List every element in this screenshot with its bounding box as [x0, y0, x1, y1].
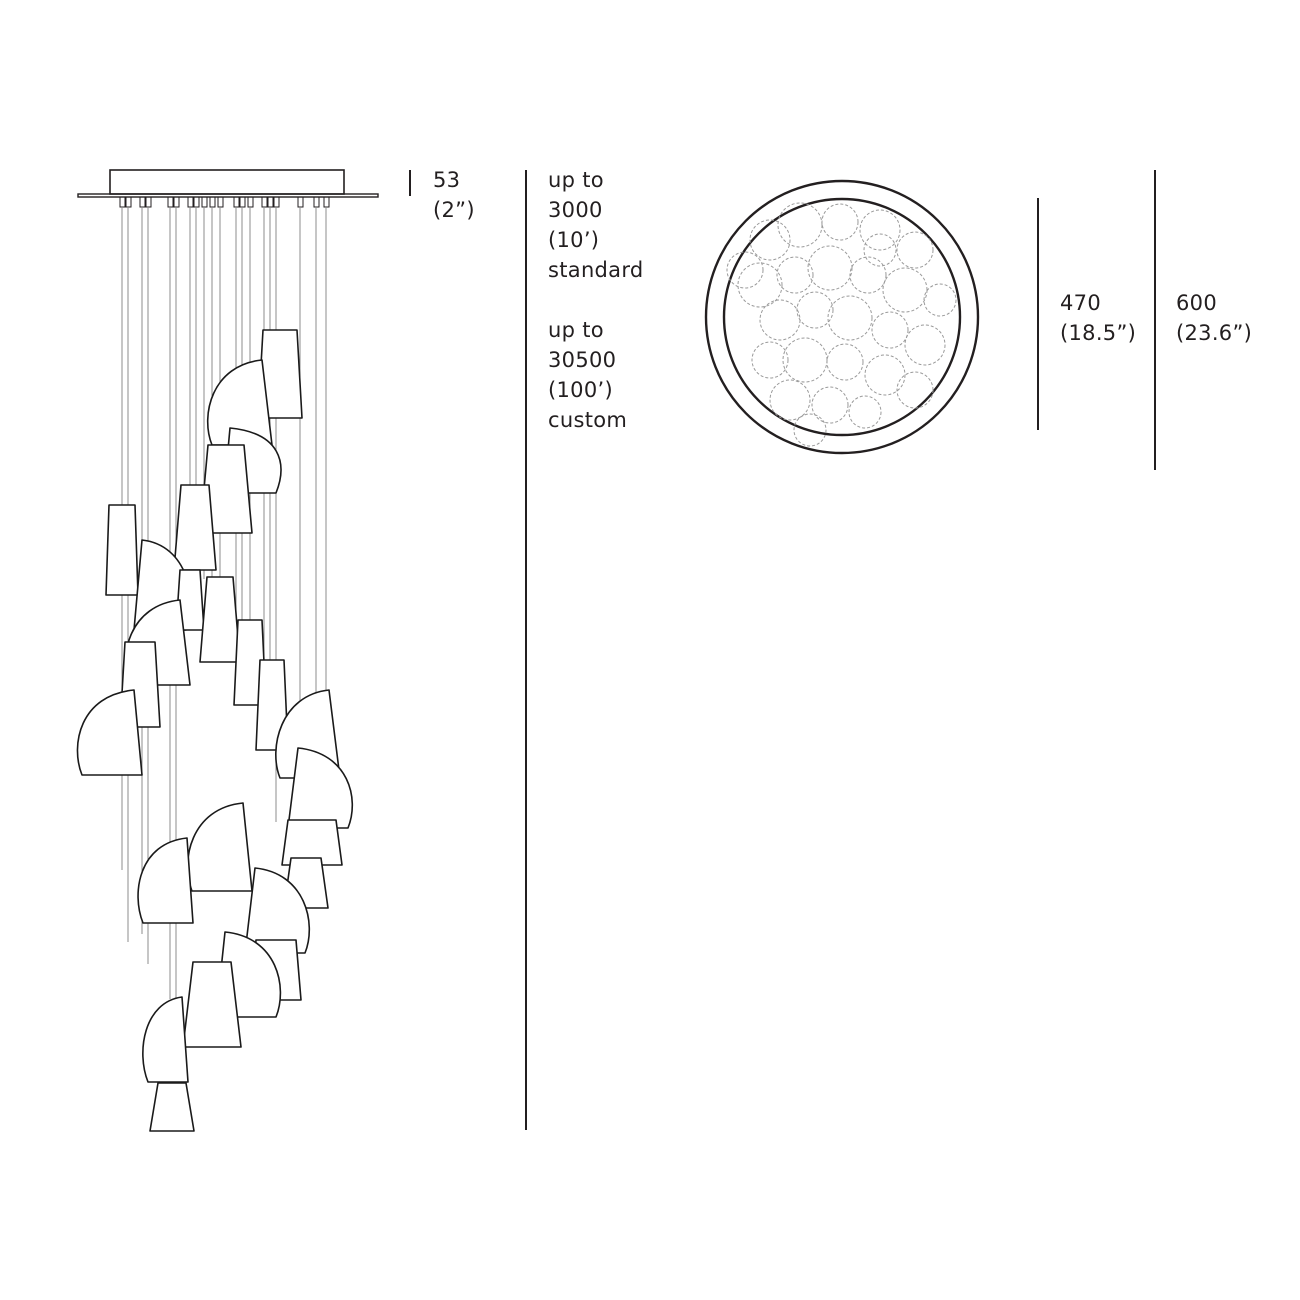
cord-loop — [749, 219, 791, 261]
cord-connector — [233, 196, 240, 208]
cord-connector — [273, 196, 280, 208]
custom-prefix: up to — [548, 318, 604, 342]
cord-connector — [313, 196, 320, 208]
cord-loop — [859, 209, 901, 251]
cord-length-label: up to 3000 (10’) standard up to 30500 (1… — [548, 165, 644, 435]
canopy-height-mm: 53 — [433, 168, 461, 192]
cord-connector — [167, 196, 174, 208]
standard-mm: 3000 — [548, 198, 603, 222]
cord-connector — [323, 196, 330, 208]
pendant-shade-icon — [199, 576, 241, 663]
cord-connector — [247, 196, 254, 208]
outer-canopy-circle — [704, 179, 980, 455]
cord-loop — [826, 343, 864, 381]
cord-loop — [726, 251, 764, 289]
pendant-shade-icon — [244, 867, 311, 954]
standard-ft: (10’) — [548, 228, 600, 252]
cord-loop — [882, 267, 928, 313]
inner-diameter-in: (18.5”) — [1060, 321, 1137, 345]
cord-loop — [904, 324, 946, 366]
cord-connector — [201, 196, 208, 208]
pendant-shade-icon — [105, 504, 139, 596]
cord-loop — [849, 256, 887, 294]
cord-loop — [896, 371, 934, 409]
cord-loop — [807, 245, 853, 291]
plan-view — [704, 179, 980, 455]
cord-loop — [793, 413, 827, 447]
cord-connector — [297, 196, 304, 208]
custom-ft: (100’) — [548, 378, 613, 402]
cord-loop — [811, 386, 849, 424]
pendant-shade-icon — [173, 484, 217, 571]
canopy-height-in: (2”) — [433, 198, 475, 222]
cord-loop — [751, 341, 789, 379]
pendant-shades — [76, 329, 354, 1132]
pendant-shade-icon — [182, 961, 242, 1048]
inner-diameter-mm: 470 — [1060, 291, 1101, 315]
cord-connector — [267, 196, 274, 208]
pendant-shade-icon — [149, 1082, 195, 1132]
standard-type: standard — [548, 258, 644, 282]
cord-connector — [261, 196, 268, 208]
cord-connectors — [119, 196, 330, 208]
outer-diameter-label: 600 (23.6”) — [1176, 288, 1252, 348]
cord-loop — [896, 231, 934, 269]
custom-type: custom — [548, 408, 628, 432]
cord-loop — [777, 202, 823, 248]
pendant-shade-icon — [281, 819, 343, 866]
cord-loop — [821, 203, 859, 241]
custom-mm: 30500 — [548, 348, 617, 372]
cord-connector — [125, 196, 132, 208]
cord-connector — [239, 196, 246, 208]
outer-diameter-mm: 600 — [1176, 291, 1217, 315]
cord-loop — [863, 233, 897, 267]
cord-connector — [119, 196, 126, 208]
canopy-height-label: 53 (2”) — [433, 165, 475, 225]
cord-loop — [769, 379, 811, 421]
pendant-shade-icon — [287, 747, 354, 829]
cord-loop — [782, 337, 828, 383]
cord-loop — [871, 311, 909, 349]
cord-connector — [193, 196, 200, 208]
inner-canopy-circle — [722, 197, 962, 437]
cord-connector — [209, 196, 216, 208]
cord-loop — [923, 283, 957, 317]
inner-diameter-label: 470 (18.5”) — [1060, 288, 1136, 348]
standard-prefix: up to — [548, 168, 604, 192]
cord-loop — [759, 299, 801, 341]
cord-loop — [848, 395, 882, 429]
cord-loop — [796, 291, 834, 329]
cord-connector — [139, 196, 146, 208]
cord-connector — [173, 196, 180, 208]
cord-connector — [217, 196, 224, 208]
cord-loop — [827, 295, 873, 341]
pendant-shade-icon — [76, 689, 143, 776]
cord-loops — [726, 202, 957, 447]
cord-connector — [145, 196, 152, 208]
outer-diameter-in: (23.6”) — [1176, 321, 1253, 345]
pendant-shade-icon — [137, 837, 194, 924]
cord-connector — [187, 196, 194, 208]
cord-loop — [776, 256, 814, 294]
cord-loop — [864, 354, 906, 396]
cord-loop — [737, 262, 783, 308]
canopy-icon — [77, 169, 379, 198]
pendant-shade-icon — [186, 802, 253, 892]
pendant-shade-icon — [142, 996, 189, 1083]
